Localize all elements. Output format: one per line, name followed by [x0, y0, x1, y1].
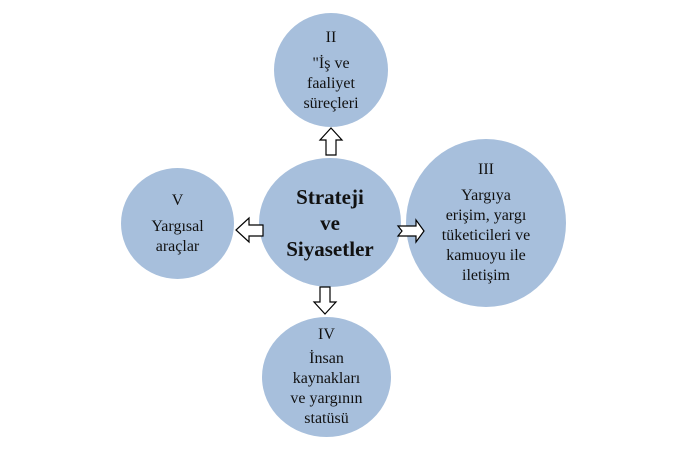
node-bottom: IV İnsan kaynakları ve yargının statüsü — [262, 317, 391, 437]
node-top: II "İş ve faaliyet süreçleri — [274, 13, 388, 127]
arrow-right-icon — [396, 218, 425, 244]
arrow-up-icon — [318, 127, 344, 156]
node-number: V — [171, 191, 184, 209]
node-label: İnsan kaynakları ve yargının statüsü — [290, 350, 363, 427]
node-number: II — [325, 29, 337, 46]
arrow-left-icon — [235, 216, 264, 244]
node-label: Yargıya erişim, yargı tüketicileri ve ka… — [441, 187, 531, 284]
center-node: Strateji ve Siyasetler — [259, 158, 401, 287]
node-label: Yargısal araçlar — [151, 217, 204, 255]
node-number: IV — [318, 326, 335, 343]
node-right: III Yargıya erişim, yargı tüketicileri v… — [406, 139, 566, 307]
node-number: III — [478, 161, 494, 178]
arrow-down-icon — [312, 286, 338, 315]
node-left: V Yargısal araçlar — [121, 168, 234, 279]
center-label: Strateji ve Siyasetler — [286, 184, 374, 261]
node-label: "İş ve faaliyet süreçleri — [303, 55, 359, 112]
